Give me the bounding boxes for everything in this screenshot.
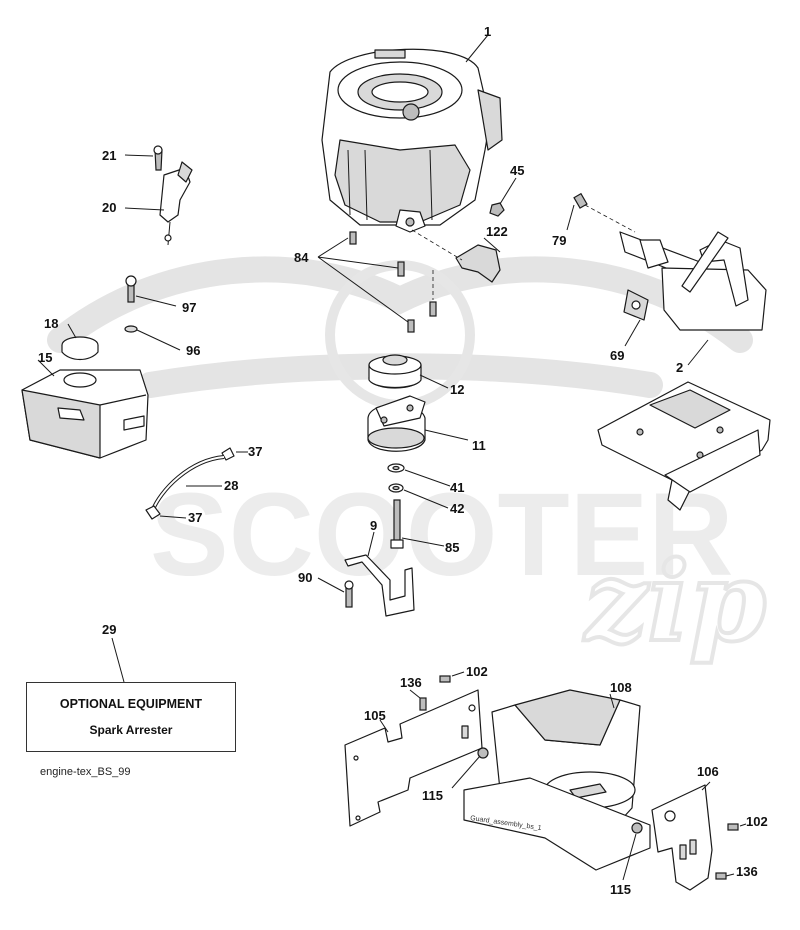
side-guard-106: 106 102 136 bbox=[651, 764, 768, 891]
callout-37-top: 37 bbox=[248, 444, 262, 459]
callout-11: 11 bbox=[472, 438, 486, 453]
callout-136-top: 136 bbox=[400, 675, 422, 690]
callout-79: 79 bbox=[552, 233, 566, 248]
engine: 1 bbox=[321, 24, 503, 233]
muffler-bracket bbox=[597, 381, 771, 511]
callout-122: 122 bbox=[486, 224, 508, 239]
callout-102-top: 102 bbox=[466, 664, 488, 679]
callout-1: 1 bbox=[484, 24, 491, 39]
callout-96: 96 bbox=[186, 343, 200, 358]
callout-37-bottom: 37 bbox=[188, 510, 202, 525]
watermark: SCOOTER zip bbox=[47, 256, 768, 668]
callout-15: 15 bbox=[38, 350, 52, 365]
callout-42: 42 bbox=[450, 501, 464, 516]
nut-45: 45 bbox=[489, 163, 524, 217]
callout-106: 106 bbox=[697, 764, 719, 779]
optional-equipment-title: OPTIONAL EQUIPMENT bbox=[59, 697, 203, 711]
callout-115-left: 115 bbox=[422, 788, 443, 803]
callout-29: 29 bbox=[102, 622, 116, 637]
callout-12: 12 bbox=[450, 382, 464, 397]
guard-assembly-108: Guard_assembly_bs_1 108 115 115 bbox=[422, 680, 651, 897]
callout-84: 84 bbox=[294, 250, 309, 265]
callout-20: 20 bbox=[102, 200, 116, 215]
callout-9: 9 bbox=[370, 518, 377, 533]
diagram-code: engine-tex_BS_99 bbox=[40, 766, 131, 778]
callout-45: 45 bbox=[510, 163, 524, 178]
callout-136-bottom: 136 bbox=[736, 864, 758, 879]
bracket-9: 9 90 bbox=[298, 518, 415, 617]
throttle-control: 21 20 bbox=[102, 145, 193, 246]
callout-85: 85 bbox=[445, 540, 459, 555]
optional-equipment-leader: 29 bbox=[102, 622, 125, 683]
callout-97: 97 bbox=[182, 300, 196, 315]
callout-105: 105 bbox=[364, 708, 386, 723]
callout-18: 18 bbox=[44, 316, 58, 331]
watermark-script: zip bbox=[583, 537, 766, 666]
callout-102-bottom: 102 bbox=[746, 814, 768, 829]
pto-clutch-11: 11 bbox=[367, 395, 486, 453]
callout-21: 21 bbox=[102, 148, 116, 163]
side-guard-105: 102 136 105 bbox=[344, 664, 488, 827]
callout-28: 28 bbox=[224, 478, 238, 493]
fuel-line-assembly: 37 28 37 bbox=[145, 444, 262, 525]
callout-41: 41 bbox=[450, 480, 464, 495]
fuel-tank-assembly: 97 96 18 15 bbox=[21, 275, 200, 459]
callout-69: 69 bbox=[610, 348, 624, 363]
optional-equipment-box: OPTIONAL EQUIPMENT Spark Arrester bbox=[26, 682, 236, 752]
spark-arrester-label: Spark Arrester bbox=[89, 723, 173, 737]
pulley-12: 12 bbox=[368, 354, 464, 397]
callout-108: 108 bbox=[610, 680, 632, 695]
callout-115-right: 115 bbox=[610, 882, 631, 897]
callout-2: 2 bbox=[676, 360, 683, 375]
watermark-text: SCOOTER bbox=[150, 469, 734, 601]
deflector-122: 122 bbox=[411, 224, 508, 283]
bolts-84: 84 bbox=[294, 231, 437, 333]
washers-and-bolt: 41 42 85 bbox=[387, 463, 464, 555]
callout-90: 90 bbox=[298, 570, 312, 585]
muffler-assembly: 79 69 2 bbox=[552, 192, 767, 375]
